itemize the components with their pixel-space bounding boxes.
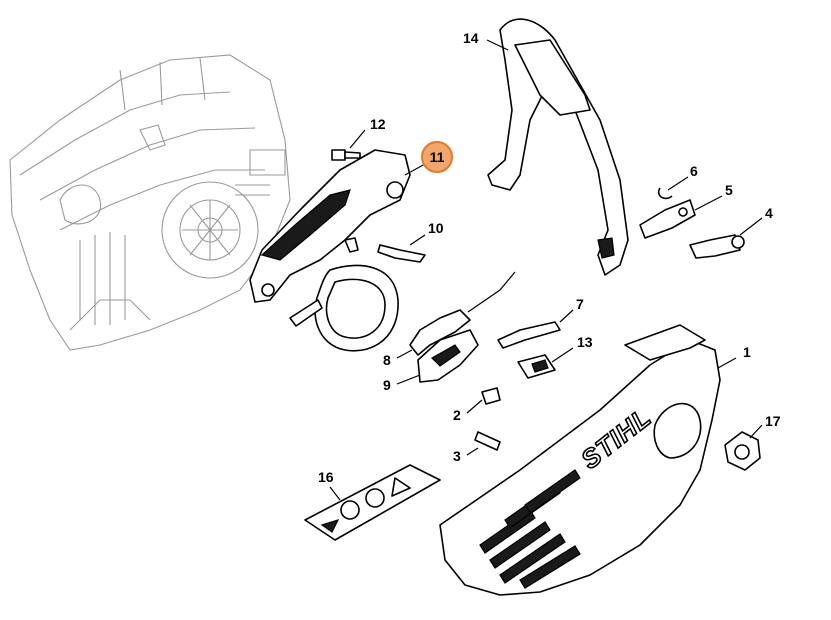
part-16-warning-label[interactable] [304, 464, 441, 541]
part-12-screw[interactable] [331, 149, 361, 161]
callouts: 1 2 3 4 5 6 7 8 9 10 11 12 13 14 16 17 [318, 30, 781, 485]
callout-1[interactable]: 1 [743, 344, 751, 360]
callout-7[interactable]: 7 [576, 296, 584, 312]
callout-4[interactable]: 4 [765, 205, 773, 221]
part-9-brake-block[interactable] [417, 329, 479, 383]
callout-14[interactable]: 14 [463, 30, 479, 46]
callout-3[interactable]: 3 [453, 448, 461, 464]
leader-4 [739, 217, 763, 236]
callout-16[interactable]: 16 [318, 469, 334, 485]
leader-6 [667, 176, 689, 191]
callout-11[interactable]: 11 [430, 149, 445, 165]
part-7-cover-strip[interactable] [497, 321, 561, 349]
callout-9[interactable]: 9 [383, 377, 391, 393]
callout-13[interactable]: 13 [577, 334, 593, 350]
part-8-tension-spring[interactable] [409, 271, 516, 356]
brake-band[interactable] [289, 264, 399, 352]
callout-10[interactable]: 10 [428, 220, 444, 236]
leader-3 [466, 447, 479, 456]
highlight-circle [421, 141, 453, 173]
part-1-sprocket-cover[interactable]: STIHL [439, 324, 721, 596]
leader-5 [694, 195, 723, 211]
part-5-lever[interactable] [639, 199, 696, 239]
callout-5[interactable]: 5 [725, 182, 733, 198]
cooling-vents [479, 469, 581, 589]
leader-7 [559, 309, 574, 323]
engine-housing-ghost [9, 54, 291, 351]
leader-13 [551, 347, 574, 363]
leader-8 [396, 349, 413, 359]
callout-8[interactable]: 8 [383, 352, 391, 368]
leader-lines [329, 39, 763, 501]
callout-6[interactable]: 6 [690, 163, 698, 179]
leader-1 [717, 357, 737, 369]
part-11-chain-brake-bracket[interactable] [249, 149, 411, 303]
callout-12[interactable]: 12 [370, 116, 386, 132]
part-14-hand-guard[interactable] [487, 18, 629, 276]
part-13-slider[interactable] [517, 354, 556, 379]
part-17-collar-nut[interactable] [724, 431, 761, 471]
part-3-dowel[interactable] [474, 431, 501, 451]
leader-11 [404, 163, 426, 176]
leader-14 [486, 39, 509, 51]
leader-9 [396, 374, 421, 385]
leader-12 [349, 129, 366, 149]
leader-10 [409, 234, 426, 246]
part-2-pin[interactable] [481, 387, 501, 405]
leader-2 [466, 399, 483, 414]
part-4-link-arm[interactable] [689, 234, 745, 259]
part-6-retaining-clip[interactable] [657, 187, 673, 200]
callout-11-highlight[interactable]: 11 [421, 141, 453, 173]
callout-2[interactable]: 2 [453, 407, 461, 423]
leader-17 [749, 424, 763, 439]
leader-16 [329, 486, 341, 501]
callout-17[interactable]: 17 [765, 413, 781, 429]
part-10-spring-wire[interactable] [377, 244, 426, 263]
